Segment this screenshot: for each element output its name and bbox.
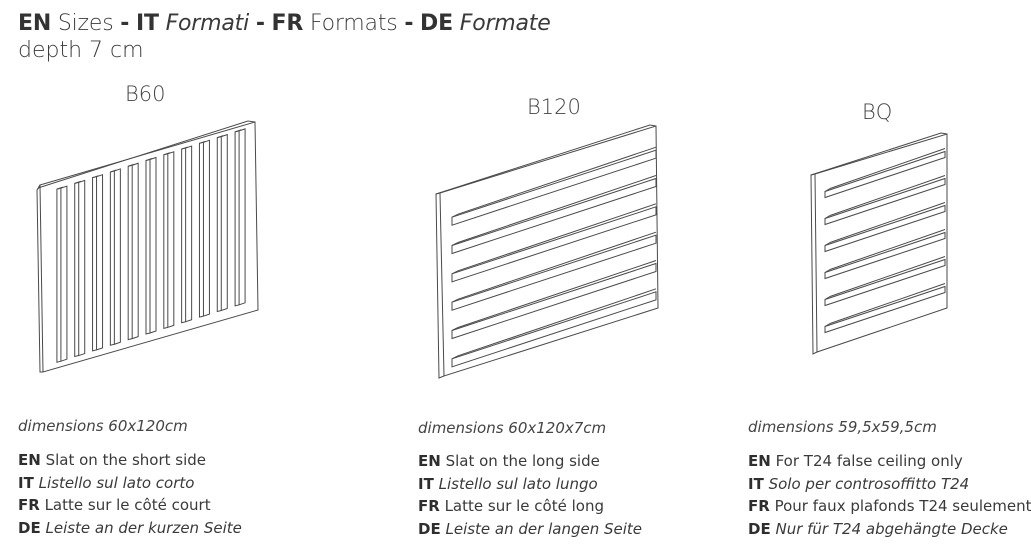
slat <box>186 146 192 322</box>
desc-line-de: DE Leiste an der langen Seite <box>418 519 643 538</box>
slat <box>825 206 945 252</box>
lang-code-it: IT <box>136 11 159 36</box>
product-description-b60: EN Slat on the short side IT Listello su… <box>18 449 242 539</box>
slat <box>221 135 227 311</box>
product-description-b120: EN Slat on the long side IT Listello sul… <box>418 450 642 540</box>
product-name-bq: BQ <box>862 100 893 124</box>
product-name-b60: B60 <box>125 82 166 106</box>
slat <box>825 233 945 279</box>
product-description-bq: EN For T24 false ceiling only IT Solo pe… <box>748 450 1031 540</box>
title-sep: - <box>404 11 414 36</box>
slat-side <box>199 142 203 317</box>
slat <box>452 150 656 225</box>
lang-code-de: DE <box>420 11 453 36</box>
desc-line-de: DE Nur für T24 abgehängte Decke <box>748 519 1008 538</box>
slat-side <box>182 148 186 323</box>
desc-line-fr: FR Latte sur le côté long <box>418 497 604 515</box>
slat <box>79 180 85 355</box>
slat <box>825 179 945 225</box>
product-dimensions-bq: dimensions 59,5x59,5cm <box>748 418 937 436</box>
slat <box>114 169 120 344</box>
slat <box>61 186 67 361</box>
title-sep: - <box>255 11 265 36</box>
slat-side <box>164 154 168 329</box>
title-de: Formate <box>459 11 551 36</box>
slat-side <box>110 171 114 345</box>
slat-side <box>128 165 132 339</box>
slat-side <box>75 182 79 356</box>
slat <box>168 152 174 328</box>
lang-code-en: EN <box>18 11 52 36</box>
desc-line-it: IT Listello sul lato corto <box>18 473 195 492</box>
slat-side <box>93 177 97 351</box>
slat <box>825 152 945 198</box>
desc-line-en: EN Slat on the short side <box>18 451 207 469</box>
desc-line-en: EN For T24 false ceiling only <box>748 452 963 470</box>
slat <box>97 175 103 350</box>
slat <box>452 179 656 254</box>
slat-side <box>146 160 150 335</box>
depth-note: depth 7 cm <box>18 38 144 63</box>
page-header: EN Sizes - IT Formati - FR Formats - DE … <box>18 10 551 64</box>
desc-line-fr: FR Pour faux plafonds T24 seulement <box>748 497 1031 515</box>
title-en: Sizes <box>57 11 114 36</box>
title-sep: - <box>120 11 130 36</box>
lang-code-fr: FR <box>271 11 304 36</box>
slat-side <box>235 131 239 306</box>
product-dimensions-b60: dimensions 60x120cm <box>18 417 188 435</box>
desc-line-it: IT Solo per controsoffitto T24 <box>748 474 970 493</box>
slat <box>203 140 209 316</box>
title-it: Formati <box>165 11 250 36</box>
product-name-b120: B120 <box>527 95 581 119</box>
slat <box>150 158 156 334</box>
slat <box>452 264 656 339</box>
slat <box>825 260 945 306</box>
slat-side <box>217 137 221 312</box>
desc-line-de: DE Leiste an der kurzen Seite <box>18 518 242 537</box>
desc-line-en: EN Slat on the long side <box>418 452 600 470</box>
product-dimensions-b120: dimensions 60x120x7cm <box>418 419 607 437</box>
sizes-title: EN Sizes - IT Formati - FR Formats - DE … <box>18 10 551 38</box>
panel-b60-illustration <box>30 110 270 380</box>
desc-line-fr: FR Latte sur le côté court <box>18 496 211 514</box>
desc-line-it: IT Listello sul lato lungo <box>418 474 598 493</box>
title-fr: Formats <box>309 11 398 36</box>
slat-side <box>57 188 61 362</box>
slat <box>239 129 245 305</box>
slat <box>825 287 945 333</box>
panel-bq-illustration <box>805 128 960 358</box>
slat <box>452 235 656 310</box>
slat <box>452 207 656 282</box>
slat <box>132 163 138 338</box>
slat <box>452 292 656 367</box>
panel-b120-illustration <box>430 118 670 386</box>
